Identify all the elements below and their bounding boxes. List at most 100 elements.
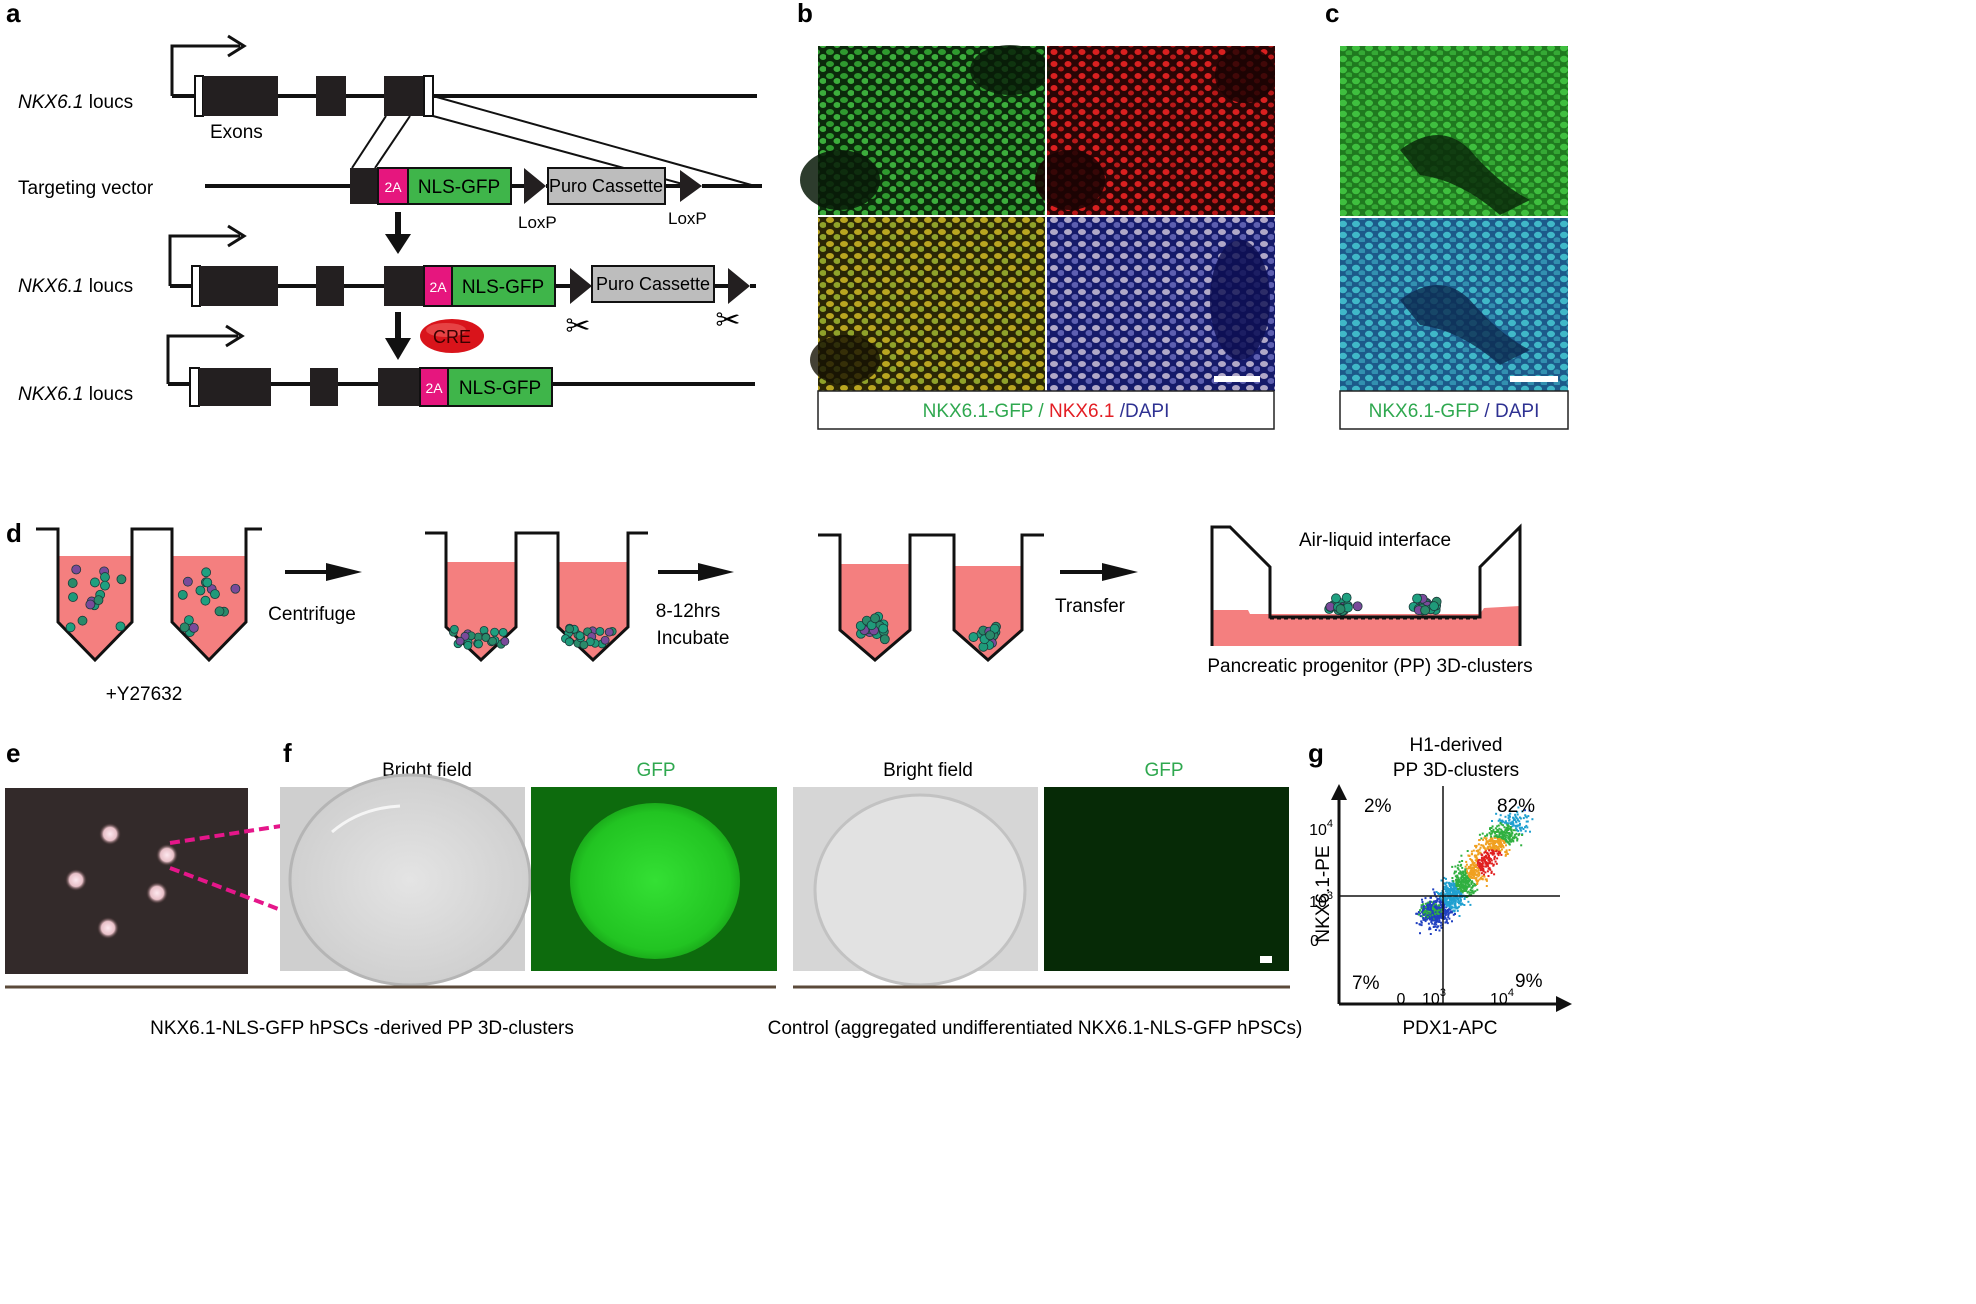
flow-event	[1502, 839, 1505, 842]
cell	[488, 636, 497, 646]
flow-event	[1458, 879, 1461, 882]
flow-event	[1426, 914, 1429, 917]
flow-event	[1424, 897, 1427, 900]
flow-event	[1444, 899, 1447, 902]
flow-event	[1441, 899, 1443, 902]
flow-event	[1473, 875, 1475, 878]
flow-event	[1512, 839, 1515, 842]
flow-event	[1498, 840, 1501, 842]
cell	[481, 633, 491, 642]
flow-event	[1444, 921, 1447, 924]
flow-event	[1481, 832, 1484, 835]
flow-event	[1433, 891, 1436, 894]
flow-event	[1500, 837, 1503, 840]
flow-event	[1446, 891, 1449, 894]
flow-event	[1448, 917, 1451, 920]
y27632-label: +Y27632	[106, 684, 183, 705]
flow-event	[1422, 911, 1425, 914]
flow-event	[1469, 858, 1472, 860]
flow-event	[1465, 867, 1468, 870]
flow-event	[1466, 871, 1469, 874]
flow-event	[1497, 852, 1500, 855]
flow-event	[1518, 820, 1521, 823]
loxp-triangle-2	[680, 170, 702, 202]
flow-event	[1490, 872, 1493, 874]
cell	[115, 621, 126, 632]
x-axis-label: PDX1-APC	[1402, 1018, 1497, 1039]
flow-event	[1505, 840, 1508, 843]
cell	[490, 627, 500, 637]
promoter-arrow-3	[168, 234, 240, 286]
flow-event	[1506, 823, 1509, 826]
scissors-icon: ✂	[715, 304, 740, 337]
flow-event	[1510, 828, 1513, 831]
flow-event	[1514, 820, 1517, 823]
panel-c-letter: c	[1325, 0, 1339, 28]
svg-text:2A: 2A	[425, 380, 443, 396]
flow-event	[1481, 878, 1484, 880]
flow-event	[1422, 905, 1425, 908]
flow-event	[1459, 864, 1462, 867]
flow-event	[1487, 875, 1490, 877]
x-tick-10-4: 104	[1490, 987, 1514, 1008]
flow-event	[1461, 880, 1464, 883]
cell	[878, 623, 889, 634]
flow-event	[1438, 919, 1441, 922]
flow-event	[1430, 920, 1433, 922]
flow-event	[1493, 835, 1496, 838]
flow-event	[1472, 873, 1475, 876]
flow-event	[1426, 905, 1429, 908]
flow-event	[1474, 859, 1477, 862]
incubate-label: Incubate	[657, 628, 730, 649]
flow-event	[1459, 891, 1462, 894]
zoom-line-bottom	[169, 866, 356, 940]
flow-event	[1439, 902, 1442, 905]
cell	[200, 595, 211, 606]
flow-event	[1501, 838, 1504, 841]
flow-event	[1500, 836, 1503, 839]
flow-event	[1422, 903, 1425, 906]
flow-event	[1447, 916, 1450, 919]
flow-event	[1437, 909, 1440, 912]
flow-event	[1471, 860, 1474, 863]
flow-event	[1466, 870, 1468, 873]
flow-event	[1490, 852, 1493, 855]
flow-event	[1470, 850, 1473, 853]
flow-event	[1466, 882, 1469, 885]
flow-event	[1446, 888, 1449, 891]
flow-event	[1436, 906, 1439, 909]
flow-event	[1502, 837, 1505, 840]
flow-event	[1492, 850, 1495, 853]
flow-event	[1476, 883, 1479, 885]
flow-event	[1451, 889, 1454, 891]
flow-event	[1435, 919, 1438, 921]
flow-event	[1506, 840, 1509, 843]
promoter-arrow-4	[166, 334, 238, 384]
flow-event	[1431, 922, 1434, 925]
flow-event	[1435, 923, 1438, 926]
flow-event	[1455, 897, 1458, 900]
flow-event	[1464, 888, 1467, 891]
flow-event	[1440, 879, 1443, 882]
flow-event	[1429, 911, 1432, 913]
flow-event	[1478, 865, 1481, 868]
flow-event	[1489, 845, 1491, 848]
flow-event	[1490, 832, 1493, 835]
flow-event	[1491, 862, 1493, 865]
flow-event	[1471, 880, 1473, 883]
flow-event	[1457, 901, 1460, 904]
cell	[1429, 601, 1439, 612]
flow-event	[1491, 838, 1494, 841]
locus-row-4: 2A NLS-GFP	[166, 324, 755, 407]
flow-event	[1492, 830, 1495, 833]
flow-event	[1447, 893, 1450, 896]
flow-event	[1478, 862, 1481, 865]
flow-event	[1472, 884, 1474, 887]
flow-event	[1450, 901, 1453, 904]
flow-event	[1463, 881, 1466, 884]
flow-event	[1477, 849, 1480, 852]
flow-event	[1421, 898, 1423, 901]
flow-event	[1484, 848, 1487, 851]
cell	[985, 630, 996, 641]
micrograph-gfp-c	[1340, 46, 1568, 216]
